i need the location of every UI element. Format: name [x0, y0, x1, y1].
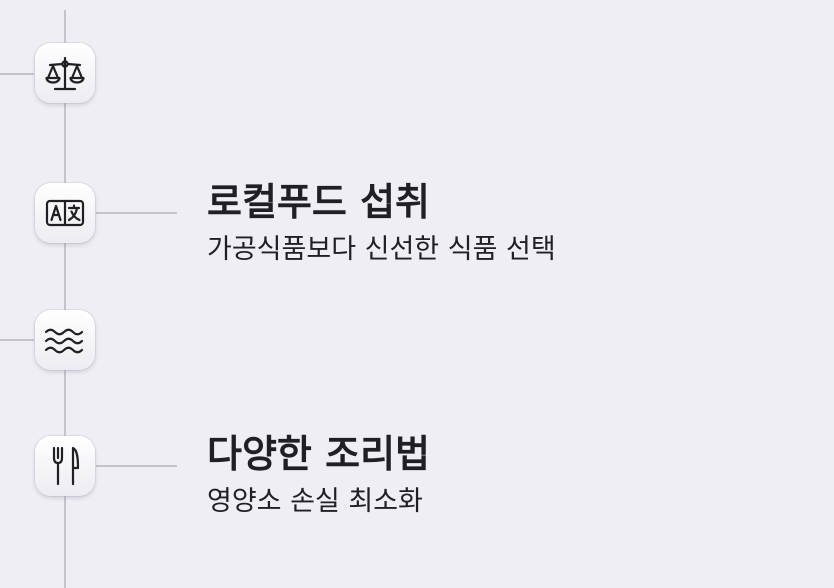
- item-title: 로컬푸드 섭취: [207, 180, 430, 224]
- timeline-node-scale: [35, 43, 95, 103]
- right-connector-cooking: [96, 465, 177, 467]
- waves-icon: [44, 328, 84, 354]
- translate-icon: [45, 199, 85, 227]
- timeline-item-cooking: 다양한 조리법 영양소 손실 최소화: [207, 431, 430, 519]
- scale-icon: [45, 56, 85, 91]
- left-connector-waves: [0, 339, 34, 341]
- item-title: 다양한 조리법: [207, 432, 430, 476]
- item-subtitle: 영양소 손실 최소화: [207, 486, 423, 517]
- right-connector-local-food: [96, 212, 177, 214]
- timeline-spine: [64, 10, 66, 588]
- fork-knife-icon: [52, 446, 80, 486]
- timeline-node-waves: [35, 310, 95, 370]
- timeline-node-translate: [35, 183, 95, 243]
- timeline-item-local-food: 로컬푸드 섭취 가공식품보다 신선한 식품 선택: [207, 179, 556, 267]
- item-subtitle: 가공식품보다 신선한 식품 선택: [207, 234, 556, 265]
- left-connector-scale: [0, 73, 34, 75]
- timeline-node-fork-knife: [35, 436, 95, 496]
